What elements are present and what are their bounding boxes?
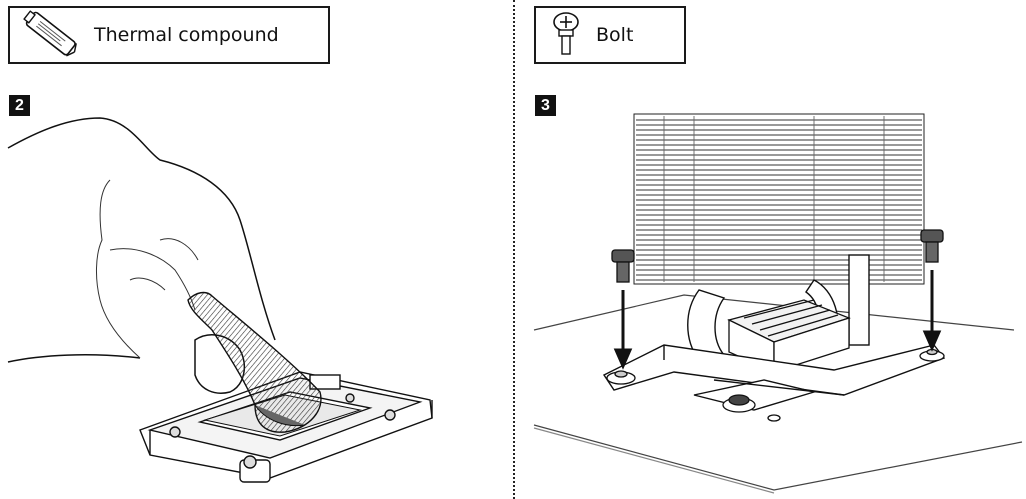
cooler-base (727, 299, 851, 374)
thermal-compound-label: Thermal compound (94, 24, 279, 46)
thermal-compound-tube-icon (23, 10, 77, 57)
bolt-label-box: Bolt (534, 6, 686, 64)
bolt-left (611, 249, 635, 283)
heatsink-mounting-illustration (533, 113, 1023, 494)
heatsink-fins (633, 113, 925, 285)
insertion-arrows (613, 270, 942, 370)
step-number-3: 3 (535, 95, 556, 116)
step-number-2: 2 (9, 95, 30, 116)
bolt-label: Bolt (596, 24, 634, 46)
bolt-icon (553, 12, 579, 55)
thermal-compound-label-box: Thermal compound (8, 6, 330, 64)
spreader-card (187, 291, 322, 433)
panel-divider (513, 0, 515, 499)
apply-thermal-compound-illustration (7, 117, 433, 483)
motherboard-plane (533, 294, 1023, 494)
bolt-right (920, 229, 944, 263)
heatsink-fin-lines (636, 116, 922, 282)
